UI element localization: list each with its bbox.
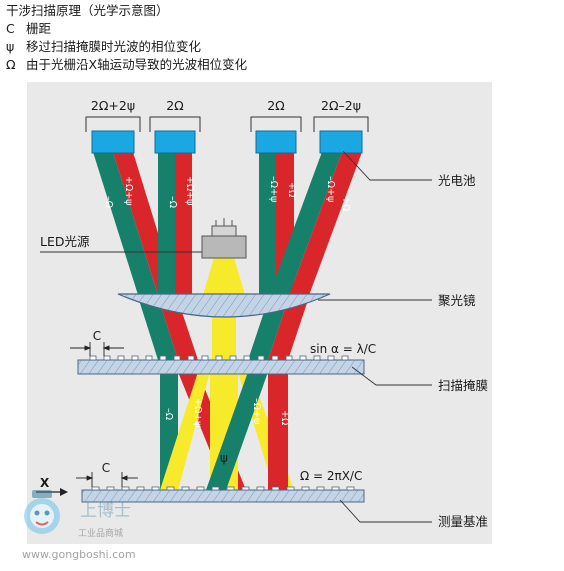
legend-symbol: C [6, 21, 15, 36]
upper-beams [93, 152, 362, 298]
mask-grating [89, 355, 349, 361]
led-label: LED光源 [40, 234, 90, 249]
psi-label: ψ [220, 451, 228, 465]
photocell [154, 130, 196, 154]
beam-labels-upper: +Ω+ψ –Ω +Ω+ψ –Ω –Ω+ψ +Ω –Ω+ψ +Ω [103, 176, 351, 211]
beam-red [159, 300, 198, 360]
pitch-marker-lower [76, 472, 138, 487]
beam-green [206, 372, 268, 490]
beam-red [288, 152, 362, 298]
scale-grating [91, 486, 355, 491]
condenser-label: 聚光镜 [438, 293, 476, 308]
x-axis-label: X [40, 476, 50, 490]
watermark-url: www.gongboshi.com [22, 548, 136, 561]
led-cap [211, 225, 237, 237]
legend-text: 栅距 [26, 21, 52, 36]
beam-red [175, 152, 192, 298]
legend-text: 由于光栅沿X轴运动导致的光波相位变化 [26, 57, 248, 72]
scale-label: 测量基准 [438, 514, 488, 529]
photocell [255, 130, 297, 154]
callout-lines [40, 150, 432, 523]
beam-green [158, 152, 175, 298]
legend-item-omega: Ω 由于光栅沿X轴运动导致的光波相位变化 [6, 56, 247, 74]
beam-label: +Ω [340, 196, 351, 211]
beam-label: +Ω+ψ [123, 176, 134, 205]
legend-item-psi: ψ 移过扫描掩膜时光波的相位变化 [6, 38, 247, 56]
beam-label: –Ω [167, 196, 178, 208]
beam-label: +Ω+ψ [192, 398, 203, 427]
watermark-sub: 工业品商城 [78, 527, 123, 539]
watermark: 上博士 工业品商城 www.gongboshi.com [20, 478, 190, 568]
mascot-logo: 上博士 工业品商城 www.gongboshi.com [22, 490, 136, 561]
led-source [201, 218, 247, 259]
photocell-brackets [85, 116, 369, 132]
beam-label: +Ω [279, 410, 290, 425]
led-light-cone [202, 258, 246, 298]
mask-plate [77, 359, 365, 375]
beam-label: –Ω+ψ [251, 398, 262, 424]
photocell [91, 130, 135, 154]
beam-green [93, 152, 159, 298]
led-body [201, 235, 247, 259]
sin-formula: sin α = λ/C [310, 342, 376, 356]
watermark-brand: 上博士 [80, 501, 131, 521]
omega-formula: Ω = 2πX/C [300, 469, 362, 483]
beam-label: +Ω [286, 182, 297, 197]
beam-label: –Ω+ψ [268, 176, 279, 202]
scale [81, 486, 365, 503]
scan-mask-label: 扫描掩膜 [438, 378, 488, 393]
photocell [319, 130, 363, 154]
signal-label: 2Ω–2ψ [321, 98, 361, 113]
legend-item-pitch: C 栅距 [6, 20, 247, 38]
beam-green [248, 300, 288, 360]
beam-label: –Ω+ψ [325, 176, 336, 202]
legend-text: 移过扫描掩膜时光波的相位变化 [26, 39, 202, 54]
beam-green [259, 152, 276, 298]
legend-symbol: Ω [6, 57, 16, 72]
pitch-marker-upper [70, 342, 124, 356]
photocells [91, 130, 363, 154]
legend-symbol: ψ [6, 39, 15, 54]
yellow-beam [160, 372, 210, 490]
photocell-signals: 2Ω+2ψ 2Ω 2Ω 2Ω–2ψ [91, 98, 361, 113]
legend: 干涉扫描原理（光学示意图） C 栅距 ψ 移过扫描掩膜时光波的相位变化 Ω 由于光栅沿… [6, 2, 247, 74]
signal-label: 2Ω [267, 98, 285, 113]
lower-beams [160, 372, 294, 490]
condenser-lens [117, 293, 331, 318]
signal-label: 2Ω [166, 98, 184, 113]
beam-green [268, 152, 342, 298]
beam-green [139, 300, 178, 360]
signal-label: 2Ω+2ψ [91, 98, 135, 113]
beam-label: –Ω [163, 408, 174, 420]
pitch-label-lower: C [102, 461, 110, 475]
beam-label: –Ω [103, 196, 114, 208]
middle-beams [139, 300, 308, 360]
pitch-label-upper: C [93, 329, 101, 343]
photocell-label: 光电池 [438, 173, 476, 188]
beam-label: +Ω+ψ [184, 176, 195, 205]
scan-mask [77, 355, 365, 375]
scale-plate [81, 489, 365, 503]
beam-labels-lower: –Ω +Ω+ψ ψ –Ω+ψ +Ω [163, 398, 290, 465]
legend-title: 干涉扫描原理（光学示意图） [6, 3, 169, 18]
beam-red [268, 300, 308, 360]
beam-red [268, 372, 288, 490]
